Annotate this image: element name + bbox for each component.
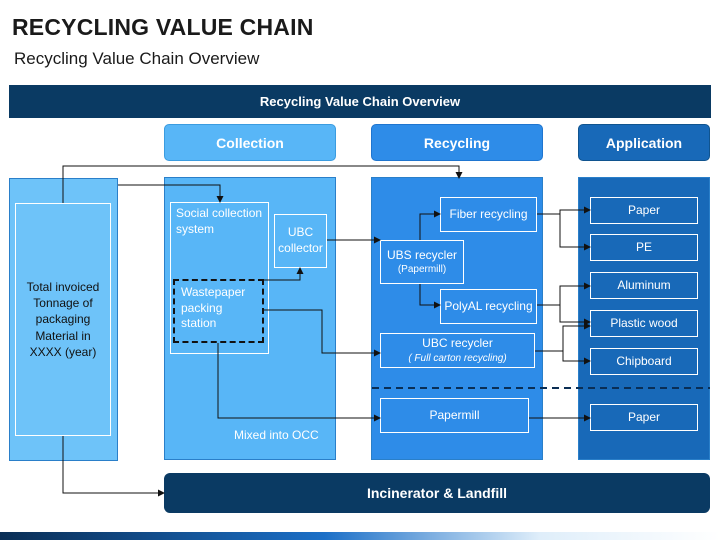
ubc-recycler-label: UBC recycler	[422, 336, 493, 351]
bottom-accent-bar	[0, 532, 720, 540]
wastepaper-station-box: Wastepaper packing station	[173, 279, 264, 343]
app-pe-box: PE	[590, 234, 698, 261]
page-title: RECYCLING VALUE CHAIN	[12, 14, 314, 40]
fiber-recycling-box: Fiber recycling	[440, 197, 537, 232]
papermill-box: Papermill	[380, 398, 529, 433]
polyal-recycling-box: PolyAL recycling	[440, 289, 537, 324]
app-paper-2-box: Paper	[590, 404, 698, 431]
application-panel	[578, 177, 710, 460]
application-header: Application	[578, 124, 710, 161]
recycling-panel	[371, 177, 543, 460]
app-chipboard-box: Chipboard	[590, 348, 698, 375]
tonnage-box: Total invoiced Tonnage of packaging Mate…	[15, 203, 111, 436]
ubs-recycler-label: UBS recycler	[386, 247, 457, 262]
collection-header: Collection	[164, 124, 336, 161]
ubs-recycler-box: UBS recycler (Papermill)	[380, 240, 464, 284]
page-subtitle: Recycling Value Chain Overview	[14, 49, 260, 68]
ubc-collector-box: UBC collector	[274, 214, 327, 268]
app-plastic-wood-box: Plastic wood	[590, 310, 698, 337]
ubs-recycler-sub: (Papermill)	[397, 264, 447, 276]
recycling-header: Recycling	[371, 124, 543, 161]
ubc-recycler-sub: ( Full carton recycling)	[408, 352, 507, 364]
ubc-recycler-box: UBC recycler ( Full carton recycling)	[380, 333, 535, 368]
app-aluminum-box: Aluminum	[590, 272, 698, 299]
app-paper-box: Paper	[590, 197, 698, 224]
overview-banner: Recycling Value Chain Overview	[9, 85, 711, 118]
incinerator-landfill-box: Incinerator & Landfill	[164, 473, 710, 513]
tonnage-panel	[9, 178, 118, 461]
mixed-into-occ-label: Mixed into OCC	[234, 428, 319, 442]
